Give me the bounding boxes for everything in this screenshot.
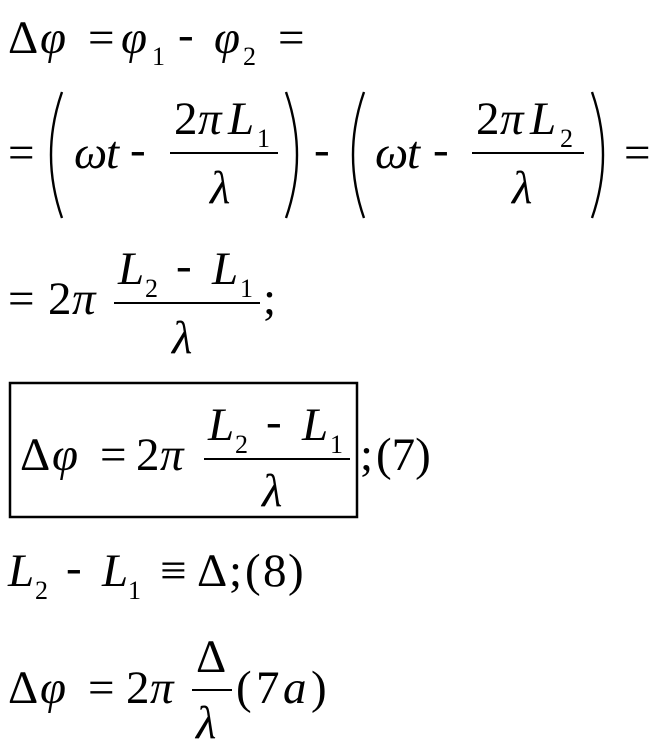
minus-sign: - — [266, 396, 282, 448]
equals-sign: = — [278, 12, 305, 64]
paren-close: ) — [311, 662, 327, 714]
equation-line-4-boxed: Δ φ = 2 π L 2 - L 1 λ ; (7) — [8, 381, 431, 519]
equation-line-3: = 2 π L 2 - L 1 λ ; — [8, 240, 276, 364]
delta-symbol: Δ — [8, 12, 38, 64]
equals-sign: = — [100, 429, 127, 481]
minus-sign: - — [433, 124, 449, 176]
equation-line-5: L 2 - L 1 ≡ Δ ; ( 8 ) — [7, 542, 304, 605]
lambda-symbol: λ — [260, 465, 282, 517]
delta-symbol: Δ — [197, 545, 227, 597]
equation-line-1: Δ φ = φ 1 - φ 2 = — [8, 9, 305, 71]
lambda-symbol: λ — [510, 162, 532, 214]
semicolon: ; — [229, 545, 242, 597]
equation-number-7a: 7 — [256, 662, 280, 714]
lambda-symbol: λ — [194, 697, 216, 749]
equation-number-8: 8 — [263, 545, 287, 597]
subscript-1: 1 — [240, 274, 253, 303]
minus-sign: - — [314, 124, 330, 176]
minus-sign: - — [178, 9, 194, 61]
subscript-2: 2 — [243, 42, 256, 71]
result-box — [8, 381, 359, 519]
numeral-2: 2 — [48, 273, 72, 325]
equals-sign: = — [8, 273, 35, 325]
L-variable: L — [211, 243, 238, 295]
pi-symbol: π — [150, 662, 175, 714]
L-variable: L — [529, 93, 556, 145]
equivalence-sign: ≡ — [160, 545, 187, 597]
numeral-2: 2 — [136, 429, 160, 481]
paren-close: ) — [288, 545, 304, 597]
phi-symbol: φ — [121, 12, 147, 64]
a-suffix: a — [283, 662, 307, 714]
pi-symbol: π — [198, 93, 223, 145]
omega-symbol: ω — [375, 127, 408, 179]
equation-line-6: Δ φ = 2 π Δ λ ( 7 a ) — [8, 631, 327, 749]
phi-symbol: φ — [40, 12, 66, 64]
subscript-1: 1 — [330, 430, 343, 459]
delta-symbol: Δ — [8, 662, 38, 714]
lambda-symbol: λ — [208, 162, 230, 214]
subscript-2: 2 — [560, 124, 573, 153]
phi-symbol: φ — [40, 662, 66, 714]
phi-symbol: φ — [214, 12, 240, 64]
minus-sign: - — [176, 240, 192, 292]
numeral-2: 2 — [126, 662, 150, 714]
equals-sign: = — [88, 12, 115, 64]
subscript-1: 1 — [152, 42, 165, 71]
minus-sign: - — [130, 124, 146, 176]
L-variable: L — [7, 545, 34, 597]
t-variable: t — [407, 127, 421, 179]
delta-symbol: Δ — [20, 429, 50, 481]
pi-symbol: π — [500, 93, 525, 145]
semicolon: ; — [263, 273, 276, 325]
phi-symbol: φ — [52, 429, 78, 481]
subscript-2: 2 — [235, 430, 248, 459]
L-variable: L — [301, 399, 328, 451]
pi-symbol: π — [160, 429, 185, 481]
lambda-symbol: λ — [170, 312, 192, 364]
subscript-2: 2 — [35, 576, 48, 605]
L-variable: L — [117, 243, 144, 295]
left-paren — [351, 91, 366, 219]
equals-sign: = — [8, 127, 35, 179]
right-paren — [590, 91, 605, 219]
pi-symbol: π — [72, 273, 97, 325]
omega-symbol: ω — [74, 127, 107, 179]
L-variable: L — [207, 399, 234, 451]
paren-open: ( — [245, 545, 261, 597]
right-paren — [284, 91, 299, 219]
minus-sign: - — [66, 542, 82, 594]
subscript-1: 1 — [128, 576, 141, 605]
paren-open: ( — [236, 662, 252, 714]
numeral-2: 2 — [174, 93, 198, 145]
delta-symbol: Δ — [196, 631, 226, 683]
equation-line-2: = ω t - 2 π L 1 λ - ω t - 2 π L 2 λ = — [8, 91, 651, 219]
subscript-1: 1 — [257, 124, 270, 153]
equals-sign: = — [88, 662, 115, 714]
L-variable: L — [227, 93, 254, 145]
L-variable: L — [101, 545, 128, 597]
t-variable: t — [106, 127, 120, 179]
equals-sign: = — [624, 127, 651, 179]
semicolon: ; — [360, 429, 373, 481]
numeral-2: 2 — [476, 93, 500, 145]
left-paren — [49, 91, 64, 219]
subscript-2: 2 — [145, 274, 158, 303]
equation-number-7: (7) — [376, 429, 431, 481]
